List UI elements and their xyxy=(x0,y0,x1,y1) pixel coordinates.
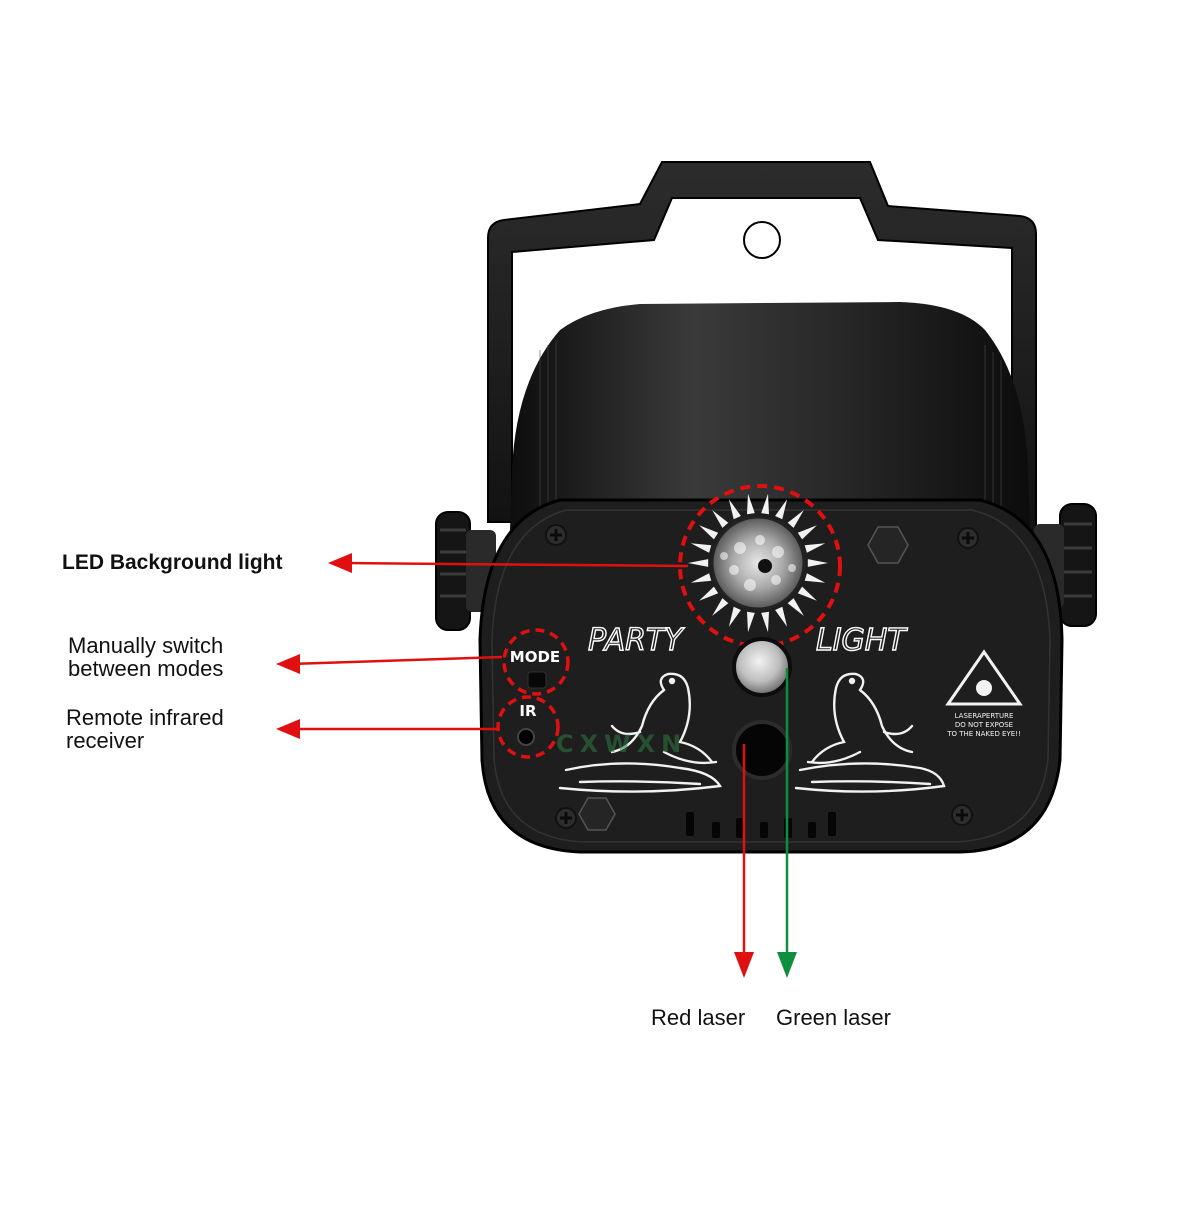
label-red-laser: Red laser xyxy=(651,1005,746,1030)
led-ray xyxy=(775,499,788,520)
led-ray xyxy=(775,606,788,627)
arrow-ir-head xyxy=(276,719,300,739)
led-ray xyxy=(688,559,709,567)
ir-receiver xyxy=(517,728,535,746)
annotation-arrows xyxy=(276,553,797,978)
label-led-background-light: LED Background light xyxy=(62,551,283,574)
mode-label: MODE xyxy=(510,648,560,666)
led-ray xyxy=(761,493,769,515)
warning-line-1: LASERAPERTURE xyxy=(955,712,1014,720)
led-ray xyxy=(699,525,719,540)
label-green-laser: Green laser xyxy=(776,1005,891,1030)
green-laser-lens xyxy=(732,637,792,697)
brand-watermark: CXWXN xyxy=(556,730,687,758)
arrow-mode-head xyxy=(276,654,300,674)
red-laser-aperture xyxy=(732,720,792,780)
laser-warning-icon xyxy=(945,649,1023,706)
led-ray xyxy=(787,510,804,528)
led-background-light xyxy=(688,493,828,633)
label-remote-ir-line-1: Remote infrared xyxy=(66,705,224,730)
led-ray xyxy=(807,559,828,567)
led-ray xyxy=(690,543,712,553)
seal-artwork-left xyxy=(558,672,722,793)
led-ray xyxy=(797,525,817,540)
vent-slots xyxy=(686,812,836,838)
label-remote-ir-line-2: receiver xyxy=(66,728,145,753)
arrow-led xyxy=(341,561,689,568)
ir-label: IR xyxy=(519,702,537,720)
led-ray xyxy=(699,586,719,601)
led-ray xyxy=(804,573,826,583)
hex-nut-bottom xyxy=(578,797,616,831)
mode-button[interactable] xyxy=(527,671,547,689)
left-knob xyxy=(435,511,496,631)
led-ray xyxy=(761,611,769,633)
label-remote-ir: Remote infrared receiver xyxy=(66,706,224,752)
led-ray xyxy=(787,598,804,616)
laser-warning-label: LASERAPERTURE DO NOT EXPOSE TO THE NAKED… xyxy=(945,649,1023,738)
led-ray xyxy=(797,586,817,601)
mounting-bracket xyxy=(487,161,1037,541)
screw-bottom-right xyxy=(951,804,973,826)
warning-line-2: DO NOT EXPOSE xyxy=(955,721,1013,729)
label-manual-switch-line-1: Manually switch xyxy=(68,633,224,658)
led-ray xyxy=(804,543,826,553)
party-text: PARTY xyxy=(588,623,685,658)
front-panel: PARTY LIGHT MODE IR xyxy=(478,484,1064,854)
led-ray xyxy=(712,598,729,616)
arrow-red-laser-head xyxy=(734,952,754,978)
screw-top-left xyxy=(545,524,567,546)
hex-nut-top xyxy=(867,526,909,564)
led-ray xyxy=(747,493,755,515)
led-ray xyxy=(728,499,741,520)
arrow-mode xyxy=(289,655,503,666)
seal-artwork-right xyxy=(794,672,946,793)
ir-highlight-circle xyxy=(496,695,560,759)
device-housing xyxy=(510,302,1030,530)
arrow-led-head xyxy=(328,553,352,573)
label-manual-switch: Manually switch between modes xyxy=(68,634,223,680)
light-text: LIGHT xyxy=(816,623,908,658)
bracket-hole xyxy=(743,221,781,259)
led-ray xyxy=(728,606,741,627)
led-ray xyxy=(712,510,729,528)
led-ray xyxy=(747,611,755,633)
screw-top-right xyxy=(957,527,979,549)
led-ray xyxy=(690,573,712,583)
label-manual-switch-line-2: between modes xyxy=(68,656,224,681)
warning-line-3: TO THE NAKED EYE!! xyxy=(946,730,1021,738)
screw-bottom-left xyxy=(555,807,577,829)
arrow-green-laser-head xyxy=(777,952,797,978)
mode-highlight-circle xyxy=(502,628,570,696)
